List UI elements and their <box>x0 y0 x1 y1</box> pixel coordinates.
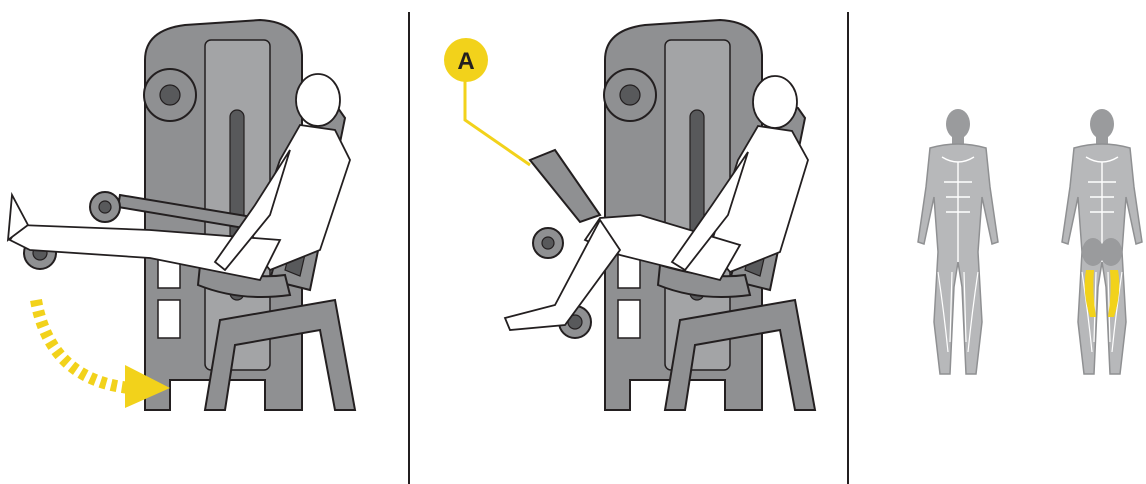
person-figure <box>6 73 351 282</box>
end-position-panel: A <box>444 19 816 411</box>
arrow-head-icon <box>125 365 170 408</box>
callout-leader <box>463 75 531 167</box>
back-body-figure <box>1061 108 1143 375</box>
hamstring-left-highlight <box>1084 270 1096 317</box>
lever-arm <box>528 148 602 224</box>
callout-a-marker: A <box>444 38 488 82</box>
callout-label: A <box>457 48 474 75</box>
muscle-map-panel <box>917 108 1143 375</box>
hamstring-right-highlight <box>1108 270 1120 317</box>
motion-arrow <box>30 298 131 394</box>
person-figure <box>503 75 809 331</box>
front-body-figure <box>917 108 999 375</box>
start-position-panel <box>6 19 356 411</box>
